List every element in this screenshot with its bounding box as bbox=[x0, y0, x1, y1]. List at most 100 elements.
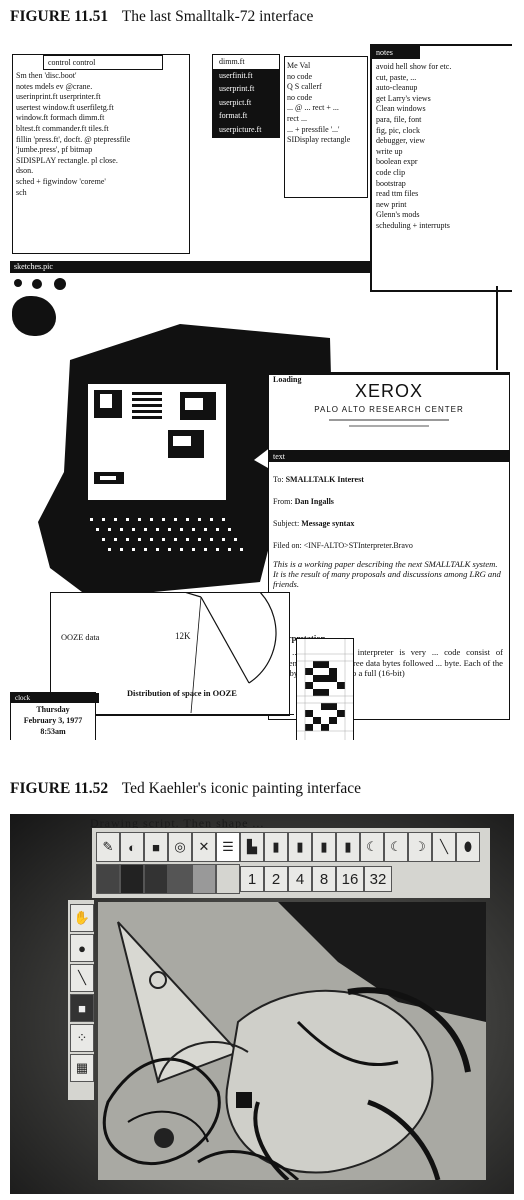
file-menu-item[interactable]: userfinit.ft bbox=[219, 70, 253, 80]
subject-label: Subject: bbox=[273, 519, 300, 528]
clock-window[interactable]: clock Thursday February 3, 1977 8:53am bbox=[10, 692, 99, 740]
figure-caption-1: FIGURE 11.51 The last Smalltalk-72 inter… bbox=[10, 8, 313, 26]
crescent-tool-icon[interactable]: ☾ bbox=[360, 832, 384, 862]
pie-label-size: 12K bbox=[175, 631, 191, 641]
control-window-line: Sm then 'disc.boot' bbox=[16, 71, 77, 80]
file-menu-item[interactable]: userprint.ft bbox=[219, 84, 255, 94]
brush-size-2[interactable]: 2 bbox=[264, 866, 288, 892]
oval-tool-icon[interactable]: ⬮ bbox=[456, 832, 480, 862]
lines-tool-icon[interactable]: ☰ bbox=[216, 832, 240, 862]
notes-window[interactable]: notes avoid hell show for etc. cut, past… bbox=[370, 44, 512, 292]
pen-tool-icon[interactable]: ✎ bbox=[96, 832, 120, 862]
to-label: To: bbox=[273, 475, 284, 484]
notes-line: boolean expr bbox=[376, 157, 418, 167]
notes-line: auto-cleanup bbox=[376, 83, 418, 93]
subject-value: Message syntax bbox=[301, 519, 355, 528]
notes-line: avoid hell show for etc. bbox=[376, 62, 452, 71]
bitmap-editor-grid bbox=[297, 639, 353, 740]
lasso-tool-icon[interactable]: ◎ bbox=[168, 832, 192, 862]
brush-size-4[interactable]: 4 bbox=[288, 866, 312, 892]
message-window[interactable]: text To: SMALLTALK Interest From: Dan In… bbox=[268, 450, 510, 720]
middle-window-line: Q S callerf bbox=[287, 82, 322, 92]
stamp-tool-icon[interactable]: ▮ bbox=[264, 832, 288, 862]
file-menu-item[interactable]: userpicture.ft bbox=[219, 124, 262, 134]
brush-size-8[interactable]: 8 bbox=[312, 866, 336, 892]
pie-chart bbox=[185, 593, 277, 714]
middle-window-line: ... @ ... rect + ... bbox=[287, 103, 339, 113]
brush-size-32[interactable]: 32 bbox=[364, 866, 392, 892]
control-window-line: sch bbox=[16, 187, 27, 197]
control-window-line: sched + figwindow 'coreme' bbox=[16, 176, 106, 186]
clock-window-title[interactable]: clock bbox=[11, 693, 99, 703]
color-swatch[interactable] bbox=[120, 864, 144, 894]
pie-label-data: OOZE data bbox=[61, 633, 100, 642]
notes-line: get Larry's views bbox=[376, 93, 431, 103]
color-swatch[interactable] bbox=[96, 864, 120, 894]
brush-tool-icon[interactable]: ◐ bbox=[120, 832, 144, 862]
color-swatch[interactable] bbox=[168, 864, 192, 894]
notes-line: code clip bbox=[376, 167, 406, 177]
palette-dot[interactable] bbox=[14, 279, 22, 287]
file-menu-item[interactable]: format.ft bbox=[219, 111, 248, 121]
message-subject: Subject: Message syntax bbox=[273, 519, 354, 528]
stamp-tool-icon[interactable]: ▮ bbox=[288, 832, 312, 862]
notes-line: write up bbox=[376, 146, 403, 156]
message-body-lead: This is a working paper describing the n… bbox=[273, 559, 501, 589]
clock-time: 8:53am bbox=[40, 727, 66, 736]
file-menu-item[interactable]: dimm.ft bbox=[213, 55, 279, 69]
figure-title: The last Smalltalk-72 interface bbox=[121, 8, 314, 25]
color-swatch[interactable] bbox=[144, 864, 168, 894]
notes-line: read ttm files bbox=[376, 189, 419, 199]
bitmap-editor[interactable] bbox=[296, 638, 354, 740]
notes-line: bootstrap bbox=[376, 178, 406, 188]
palette-dot[interactable] bbox=[54, 278, 66, 290]
stamp-tool-icon[interactable]: ▮ bbox=[336, 832, 360, 862]
control-window[interactable]: control control Sm then 'disc.boot'notes… bbox=[12, 54, 190, 254]
brush-size-1[interactable]: 1 bbox=[240, 866, 264, 892]
screen-bottom-line bbox=[94, 714, 294, 715]
file-menu-item[interactable]: userpict.ft bbox=[219, 97, 252, 107]
xerox-address-line bbox=[329, 419, 449, 421]
control-window-line: notes mdels ev @crane. bbox=[16, 81, 93, 91]
control-window-title[interactable]: control control bbox=[43, 55, 163, 70]
control-window-line: userinprint.ft userprinter.ft bbox=[16, 92, 101, 102]
color-swatch[interactable] bbox=[192, 864, 216, 894]
color-swatch[interactable] bbox=[216, 864, 240, 894]
xerox-window[interactable]: Loading XEROX PALO ALTO RESEARCH CENTER bbox=[268, 372, 510, 452]
hand-tool-icon[interactable]: ✋ bbox=[70, 904, 94, 932]
alto-computer-drawing bbox=[38, 324, 334, 598]
line-tool-icon[interactable]: ╲ bbox=[70, 964, 94, 992]
xerox-company: PALO ALTO RESEARCH CENTER bbox=[314, 405, 464, 414]
middle-window-line: no code bbox=[287, 92, 313, 102]
middle-window-line: rect ... bbox=[287, 113, 307, 123]
slash-tool-icon[interactable]: ╲ bbox=[432, 832, 456, 862]
notes-window-title[interactable]: notes bbox=[372, 46, 420, 59]
picture-window-title[interactable]: sketches.pic bbox=[10, 261, 368, 273]
palette-dot[interactable] bbox=[32, 279, 42, 289]
scatter-tool-icon[interactable]: ⁘ bbox=[70, 1024, 94, 1052]
notes-line: scheduling + interrupts bbox=[376, 220, 450, 230]
picture-title-bar-end bbox=[360, 261, 372, 273]
xerox-window-title[interactable]: Loading bbox=[269, 373, 337, 386]
brush-size-16[interactable]: 16 bbox=[336, 866, 364, 892]
crescent-tool-icon[interactable]: ☾ bbox=[384, 832, 408, 862]
notes-line: Clean windows bbox=[376, 104, 426, 114]
crescent-tool-icon[interactable]: ☽ bbox=[408, 832, 432, 862]
middle-window-line: ... + pressfile '...' bbox=[287, 124, 340, 134]
painting-canvas[interactable] bbox=[98, 902, 486, 1180]
pattern-tool-icon[interactable]: ▦ bbox=[70, 1054, 94, 1082]
spray-tool-icon[interactable]: ● bbox=[70, 934, 94, 962]
fill-tool-icon[interactable]: ■ bbox=[144, 832, 168, 862]
message-to: To: SMALLTALK Interest bbox=[273, 475, 364, 484]
notes-line: Glenn's mods bbox=[376, 210, 420, 220]
shape-tool-icon[interactable]: ▙ bbox=[240, 832, 264, 862]
square-tool-icon[interactable]: ■ bbox=[70, 994, 94, 1022]
painting-artwork bbox=[98, 902, 486, 1180]
control-window-line: dson. bbox=[16, 166, 34, 176]
erase-tool-icon[interactable]: ✕ bbox=[192, 832, 216, 862]
message-window-title[interactable]: text bbox=[269, 451, 509, 462]
stamp-tool-icon[interactable]: ▮ bbox=[312, 832, 336, 862]
